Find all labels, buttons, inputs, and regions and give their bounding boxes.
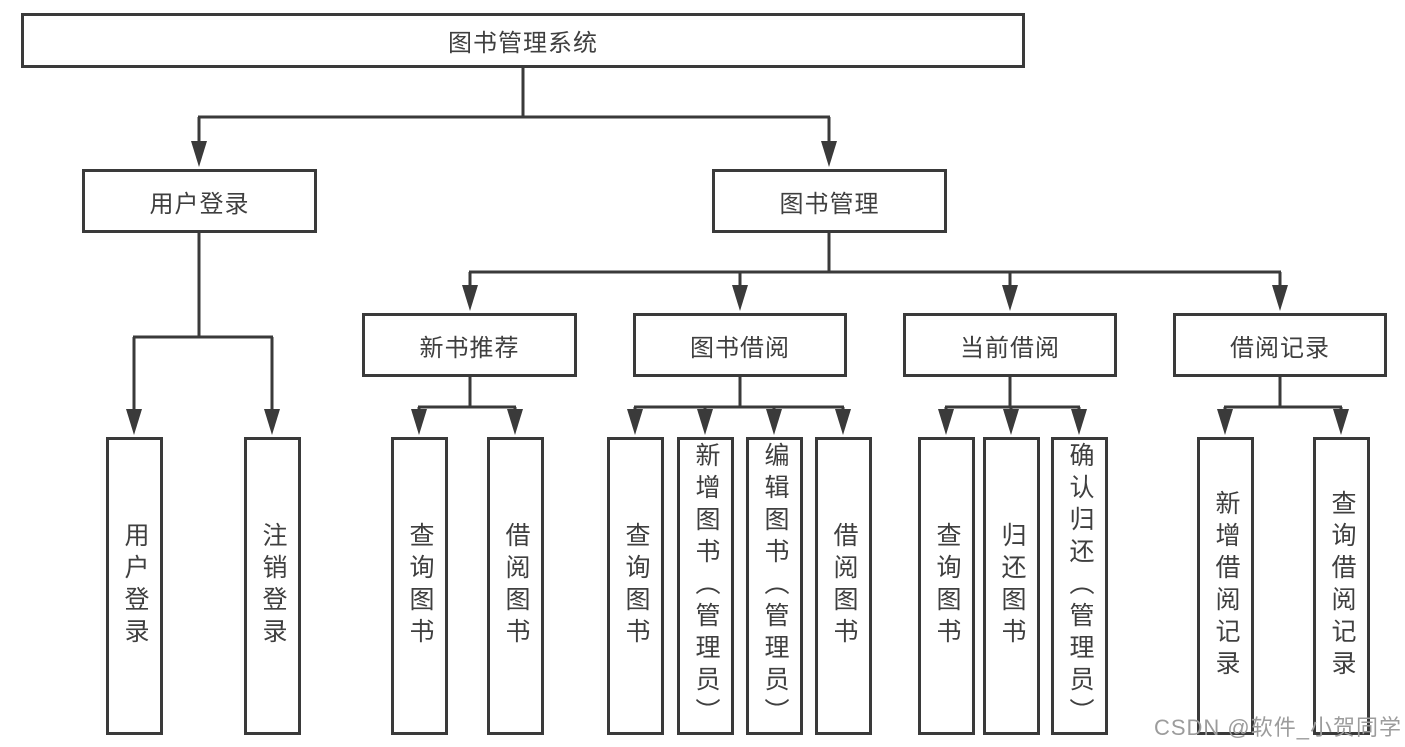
arrowhead-icon: [938, 409, 954, 435]
leaf-new-book-borrow-books: 借阅图书: [487, 437, 544, 735]
arrowhead-icon: [411, 409, 427, 435]
arrowhead-icon: [821, 141, 837, 167]
leaf-borrow-edit-books-admin: 编辑图书（管理员）: [746, 437, 803, 735]
connector-user-login-branch: [126, 233, 280, 435]
leaf-borrow-query-books: 查询图书: [607, 437, 664, 735]
arrowhead-icon: [507, 409, 523, 435]
arrowhead-icon: [835, 409, 851, 435]
arrowhead-icon: [462, 285, 478, 311]
leaf-borrow-borrow-books: 借阅图书: [815, 437, 872, 735]
arrowhead-icon: [1003, 409, 1019, 435]
leaf-records-add-record: 新增借阅记录: [1197, 437, 1254, 735]
connector-new-book-branch: [411, 377, 523, 435]
connector-borrow-records-branch: [1217, 377, 1349, 435]
arrowhead-icon: [126, 409, 142, 435]
leaf-new-book-query-books: 查询图书: [391, 437, 448, 735]
arrowhead-icon: [766, 409, 782, 435]
arrowhead-icon: [1217, 409, 1233, 435]
arrowhead-icon: [191, 141, 207, 167]
csdn-watermark: CSDN @软件_小贺同学: [1153, 715, 1402, 740]
node-new-book-recommend: 新书推荐: [362, 313, 577, 377]
arrowhead-icon: [1333, 409, 1349, 435]
leaf-user-login: 用户登录: [106, 437, 163, 735]
leaf-current-return-books: 归还图书: [983, 437, 1040, 735]
arrowhead-icon: [1002, 285, 1018, 311]
node-library-system: 图书管理系统: [21, 13, 1025, 68]
arrowhead-icon: [732, 285, 748, 311]
leaf-current-query-books: 查询图书: [918, 437, 975, 735]
connector-book-borrow-branch: [627, 377, 851, 435]
node-book-management: 图书管理: [712, 169, 947, 233]
connector-current-borrow-branch: [938, 377, 1087, 435]
leaf-logout: 注销登录: [244, 437, 301, 735]
connector-book-management-branch: [462, 233, 1288, 311]
arrowhead-icon: [1071, 409, 1087, 435]
node-borrow-records: 借阅记录: [1173, 313, 1387, 377]
arrowhead-icon: [627, 409, 643, 435]
arrowhead-icon: [697, 409, 713, 435]
connector-root-to-level2: [191, 68, 837, 167]
leaf-borrow-add-books-admin: 新增图书（管理员）: [677, 437, 734, 735]
node-current-borrow: 当前借阅: [903, 313, 1117, 377]
arrowhead-icon: [264, 409, 280, 435]
arrowhead-icon: [1272, 285, 1288, 311]
node-user-login: 用户登录: [82, 169, 317, 233]
node-book-borrow: 图书借阅: [633, 313, 847, 377]
leaf-current-confirm-return-admin: 确认归还（管理员）: [1051, 437, 1108, 735]
leaf-records-query-record: 查询借阅记录: [1313, 437, 1370, 735]
